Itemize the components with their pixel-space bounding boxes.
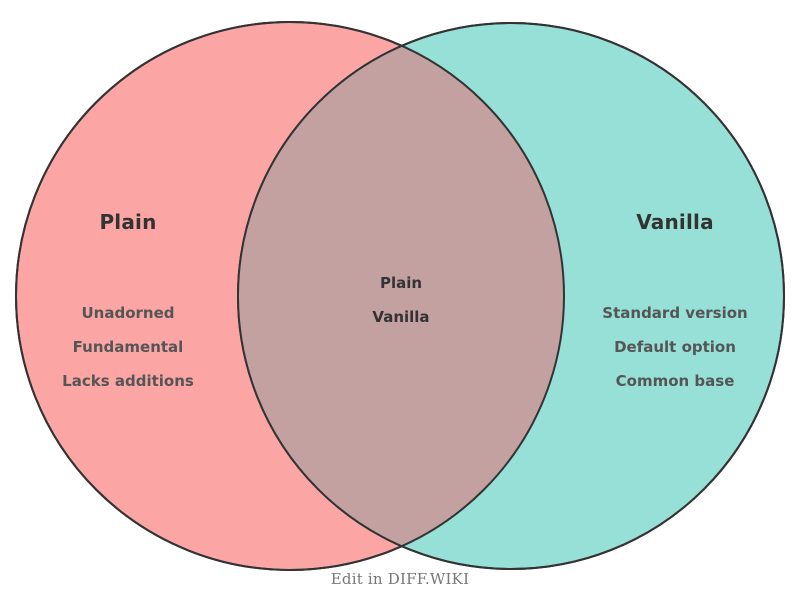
venn-set-left-item: Fundamental <box>72 338 184 356</box>
venn-set-right-item: Standard version <box>602 304 748 322</box>
venn-set-left-item: Unadorned <box>81 304 175 322</box>
venn-set-right-title: Vanilla <box>636 210 714 234</box>
venn-set-left-items: Unadorned Fundamental Lacks additions <box>28 296 228 398</box>
edit-in-diff-wiki-link[interactable]: Edit in DIFF.WIKI <box>330 570 470 588</box>
venn-set-left: Plain Unadorned Fundamental Lacks additi… <box>28 212 228 398</box>
venn-set-intersection-item: Plain <box>379 274 423 292</box>
venn-set-right: Vanilla Standard version Default option … <box>575 212 775 398</box>
venn-set-right-item: Default option <box>614 338 736 356</box>
venn-set-right-items: Standard version Default option Common b… <box>575 296 775 398</box>
venn-set-intersection-item: Vanilla <box>372 308 430 326</box>
venn-set-left-item: Lacks additions <box>62 372 194 390</box>
venn-circle-right-outline <box>237 22 785 570</box>
venn-set-intersection-items: Plain Vanilla <box>321 266 481 334</box>
venn-set-left-title: Plain <box>99 210 157 234</box>
venn-circle-left-outline <box>15 21 565 571</box>
venn-set-intersection: Plain Vanilla <box>321 266 481 334</box>
venn-intersection-lens[interactable] <box>238 23 784 569</box>
venn-set-right-item: Common base <box>615 372 735 390</box>
